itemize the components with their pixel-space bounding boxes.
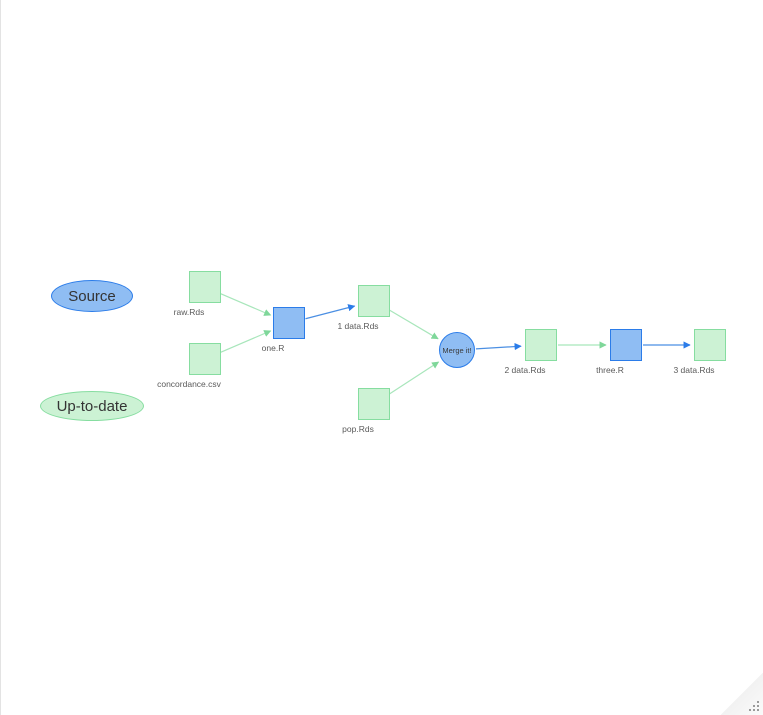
- node-label-pop: pop.Rds: [342, 424, 374, 434]
- resize-grip[interactable]: [747, 699, 761, 713]
- legend-uptodate-label: Up-to-date: [56, 397, 128, 415]
- node-shape-box-concordance: [189, 343, 221, 375]
- node-label-one: one.R: [261, 343, 285, 353]
- node-label-data1: 1 data.Rds: [337, 321, 379, 331]
- graph-edge-data1-to-merge: [388, 309, 439, 340]
- node-label-raw: raw.Rds: [173, 307, 205, 317]
- node-shape-box-raw: [189, 271, 221, 303]
- grip-dot: [757, 705, 759, 707]
- node-shape-box-three: [610, 329, 642, 361]
- node-label-concordance: concordance.csv: [157, 379, 221, 389]
- node-shape-box-pop: [358, 388, 390, 420]
- node-label-data3: 3 data.Rds: [673, 365, 715, 375]
- node-shape-box-one: [273, 307, 305, 339]
- graph-edge-one-to-data1: [305, 304, 356, 320]
- legend-source-ellipse: Source: [51, 280, 133, 312]
- graph-edge-raw-to-one: [220, 293, 272, 316]
- graph-edge-pop-to-merge: [387, 361, 440, 396]
- grip-dot: [753, 709, 755, 711]
- legend-uptodate-ellipse: Up-to-date: [40, 391, 144, 421]
- node-shape-box-data2: [525, 329, 557, 361]
- grip-dot: [753, 705, 755, 707]
- corner-fold: [721, 673, 763, 715]
- node-label-data2: 2 data.Rds: [504, 365, 546, 375]
- grip-dot: [757, 701, 759, 703]
- node-label-merge: Merge it!: [442, 345, 472, 355]
- graph-edge-merge-to-data2: [475, 342, 522, 351]
- graph-edge-concordance-to-one: [220, 330, 272, 353]
- node-shape-box-data1: [358, 285, 390, 317]
- node-label-three: three.R: [596, 365, 624, 375]
- node-shape-box-data3: [694, 329, 726, 361]
- legend-source-label: Source: [68, 287, 116, 305]
- node-shape-circle-merge: Merge it!: [439, 332, 475, 368]
- grip-dot: [749, 709, 751, 711]
- grip-dot: [757, 709, 759, 711]
